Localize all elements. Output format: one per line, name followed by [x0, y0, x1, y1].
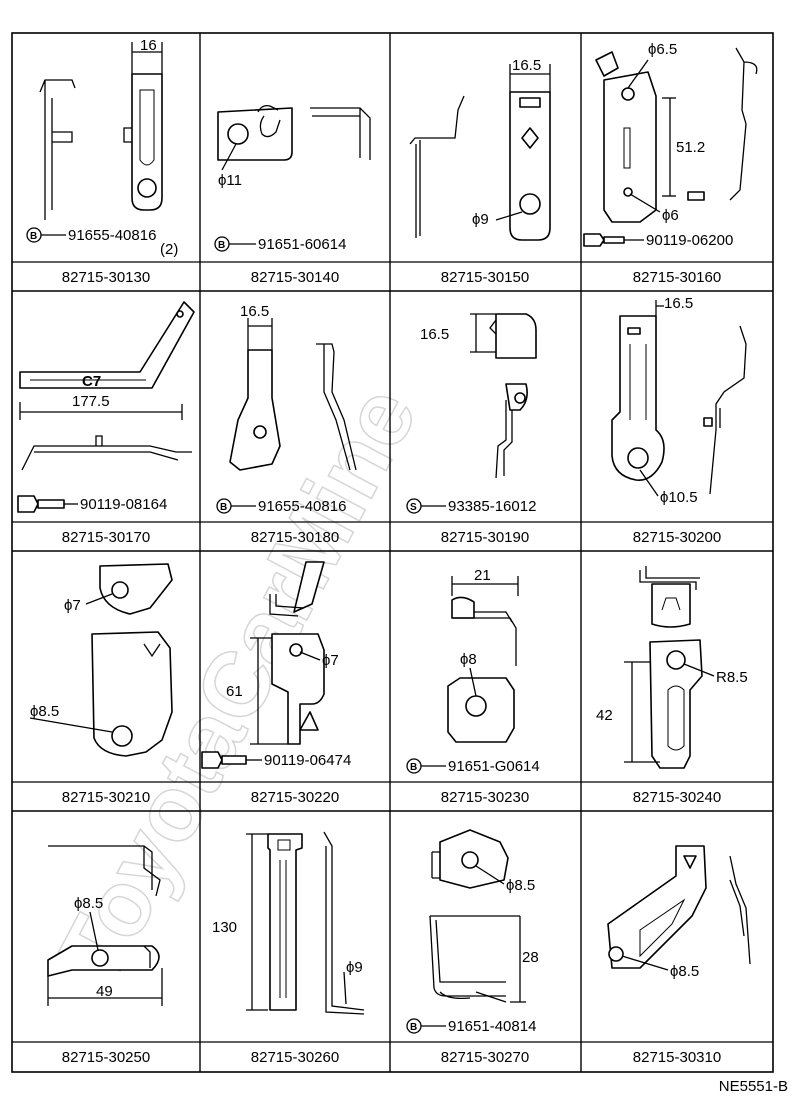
note: 90119-06200: [646, 232, 733, 249]
cell-82715-30150: 16.5 ϕ9 82715-30150: [409, 57, 551, 286]
part-number: 82715-30190: [441, 529, 529, 546]
diagram-code: NE5551-B: [718, 1078, 788, 1095]
cell-82715-30160: ϕ6.5 51.2 ϕ6 90119-06200 82715-30160: [583, 41, 758, 286]
note: 91651-60614: [258, 236, 346, 253]
svg-text:B: B: [410, 1022, 417, 1033]
cell-82715-30250: ϕ8.5 49 82715-30250: [47, 845, 163, 1066]
note: 16.5: [512, 57, 541, 74]
part-number: 82715-30150: [441, 269, 529, 286]
note: 16.5: [240, 303, 269, 320]
part-number: 82715-30250: [62, 1049, 150, 1066]
note: ϕ7: [64, 597, 81, 614]
note: ϕ8.5: [74, 895, 103, 912]
svg-text:B: B: [220, 502, 227, 513]
note: 49: [96, 983, 113, 1000]
cell-82715-30220: 61 ϕ7 90119-06474 82715-30220: [201, 561, 351, 806]
part-number: 82715-30220: [251, 789, 339, 806]
note: 91651-40814: [448, 1018, 536, 1035]
note: 16.5: [664, 295, 693, 312]
cell-82715-30270: ϕ8.5 28 B 91651-40814 82715-30270: [406, 829, 539, 1066]
note: ϕ8.5: [670, 963, 699, 980]
note: ϕ6: [662, 207, 679, 224]
note: 51.2: [676, 139, 705, 156]
cell-82715-30230: 21 ϕ8 B 91651-G0614 82715-30230: [406, 567, 540, 806]
note: R8.5: [716, 669, 748, 686]
part-number: 82715-30170: [62, 529, 150, 546]
note: ϕ8.5: [30, 703, 59, 720]
svg-text:B: B: [30, 231, 37, 242]
note: ϕ11: [218, 172, 242, 189]
note: ϕ10.5: [660, 489, 698, 506]
cell-82715-30240: 42 R8.5 82715-30240: [596, 566, 748, 806]
note: 16: [140, 37, 157, 54]
note: 91655-40816: [68, 227, 156, 244]
grid: [11, 32, 774, 1073]
note: 177.5: [72, 393, 110, 410]
note: 91651-G0614: [448, 758, 540, 775]
cell-82715-30310: ϕ8.5 82715-30310: [607, 845, 751, 1066]
note: ϕ6.5: [648, 41, 677, 58]
svg-text:B: B: [410, 762, 417, 773]
cell-82715-30130: 16 B 91655-40816 (2) 82715-30130: [26, 37, 178, 286]
note: 16.5: [420, 326, 449, 343]
part-number: 82715-30180: [251, 529, 339, 546]
svg-text:C7: C7: [82, 373, 101, 390]
note: 93385-16012: [448, 498, 536, 515]
note: ϕ8.5: [506, 877, 535, 894]
note: 90119-08164: [80, 496, 167, 513]
note: 42: [596, 707, 613, 724]
part-number: 82715-30160: [633, 269, 721, 286]
part-number: 82715-30310: [633, 1049, 721, 1066]
note: 28: [522, 949, 539, 966]
note: ϕ9: [472, 211, 489, 228]
note: 61: [226, 683, 243, 700]
note: 130: [212, 919, 237, 936]
part-number: 82715-30200: [633, 529, 721, 546]
note: 91655-40816: [258, 498, 346, 515]
cell-82715-30210: ϕ7 ϕ8.5 82715-30210: [29, 563, 173, 806]
part-number: 82715-30210: [62, 789, 150, 806]
part-number: 82715-30240: [633, 789, 721, 806]
part-number: 82715-30230: [441, 789, 529, 806]
cell-82715-30200: 16.5 ϕ10.5 82715-30200: [611, 295, 747, 546]
note: (2): [160, 241, 178, 258]
svg-text:B: B: [218, 240, 225, 251]
part-number: 82715-30260: [251, 1049, 339, 1066]
note: ϕ8: [460, 651, 477, 668]
svg-text:S: S: [410, 502, 417, 513]
cell-82715-30190: 16.5 S 93385-16012 82715-30190: [406, 313, 537, 546]
cell-82715-30170: C7 177.5 90119-08164 82715-30170: [17, 301, 195, 546]
part-number: 82715-30130: [62, 269, 150, 286]
note: ϕ9: [346, 959, 363, 976]
note: ϕ7: [322, 652, 339, 669]
part-number: 82715-30140: [251, 269, 339, 286]
part-number: 82715-30270: [441, 1049, 529, 1066]
note: 90119-06474: [264, 752, 351, 769]
cell-82715-30260: 130 ϕ9 82715-30260: [212, 831, 365, 1066]
note: 21: [474, 567, 491, 584]
cell-82715-30140: ϕ11 B 91651-60614 82715-30140: [214, 104, 371, 286]
cell-82715-30180: 16.5 B 91655-40816 82715-30180: [216, 303, 357, 546]
